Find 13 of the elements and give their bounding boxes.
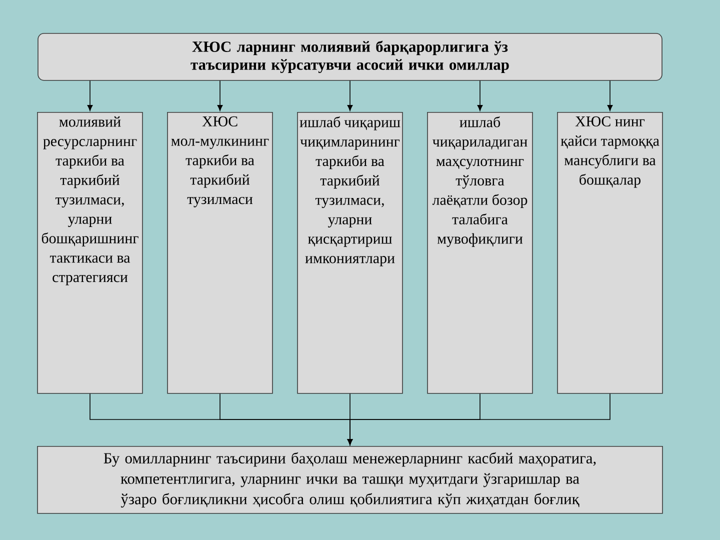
factor-box: молиявий ресурсларнинг таркиби ва таркибий тузилмаси, уларни бошқаришнинг тактикаси ва стратегияси [37,112,143,394]
factor-box: ХЮС мол-мулкининг таркиби ва таркибий тузилмаси [167,112,273,394]
connector-arrow [477,80,483,111]
factor-box: ишлаб чиқариш чиқимларининг таркиби ва таркибий тузилмаси, уларни қисқартириш имкониятлари [297,112,403,394]
conclusion-box: Бу омилларнинг таъсирини баҳолаш менежерларнинг касбий маҳоратига, компетентлигига, уларнинг ички ва ташқи муҳитдаги ўзгаришлар ва ўзаро боғлиқликни ҳисобга олиш қобилиятига кўп жиҳатдан боғлиқ [37,446,663,514]
connector-arrow [87,80,93,111]
factor-box: ХЮС нинг қайси тармоққа мансублиги ва бошқалар [557,112,663,394]
connector-arrow [607,80,613,111]
connector-arrow [347,80,353,111]
connector-arrow [347,393,610,445]
heading-box: ХЮС ларнинг молиявий барқарорлигига ўз таъсирини кўрсатувчи асосий ички омиллар [38,33,662,81]
factor-box: ишлаб чиқариладиган маҳсулотнинг тўловга лаёқатли бозор талабига мувофиқлиги [427,112,533,394]
connector-arrow [217,80,223,111]
